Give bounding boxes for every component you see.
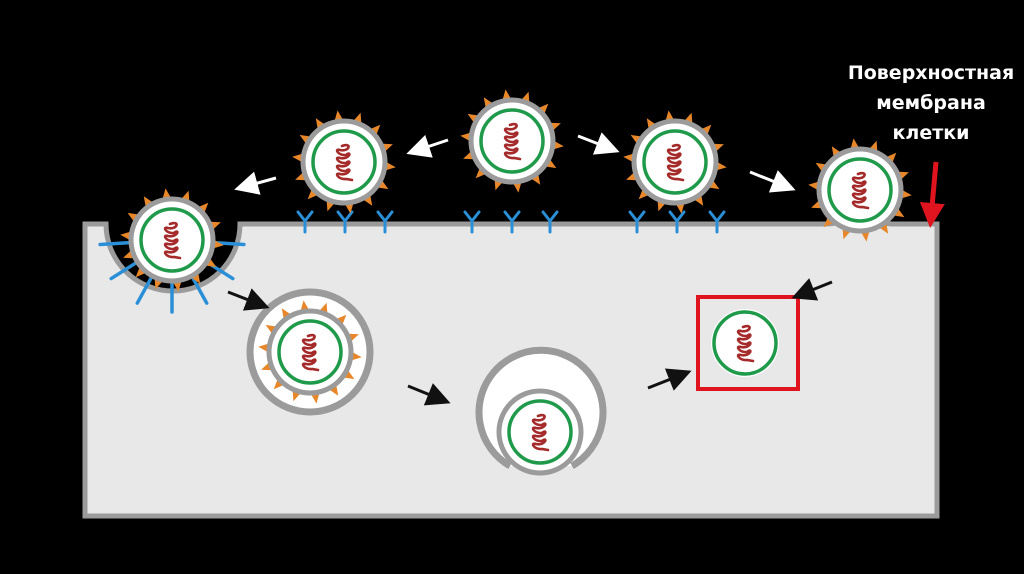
arrow-icon (749, 170, 796, 193)
receptor-icon (336, 210, 354, 234)
label-line-1: Поверхностная (847, 62, 1015, 84)
receptor-stem (708, 210, 726, 234)
receptor-stem (541, 210, 559, 234)
receptor-stem (463, 210, 481, 234)
virus-uncoating (496, 388, 584, 476)
viral-genome-icon (301, 333, 320, 372)
receptor-stem (296, 210, 314, 234)
released-capsid (711, 309, 779, 377)
receptor-stem (628, 210, 646, 234)
viral-genome-icon (531, 413, 550, 452)
receptor-icon (541, 210, 559, 234)
viral-genome-icon (851, 171, 870, 210)
arrow-icon (647, 368, 692, 391)
arrow-icon (234, 171, 277, 195)
receptor-stem (376, 210, 394, 234)
receptor-icon (376, 210, 394, 234)
receptor-icon (296, 210, 314, 234)
viral-genome-icon (503, 122, 522, 161)
released-capsid-highlight (696, 295, 800, 391)
viral-genome-icon (736, 324, 755, 363)
virus-fusing (808, 138, 912, 242)
virus-in-endosome (258, 300, 362, 404)
cell-membrane-label: Поверхностная мембрана клетки (838, 58, 1024, 148)
receptor-icon (463, 210, 481, 234)
virus-approaching-1 (292, 110, 396, 214)
bound-receptor-icon (191, 276, 209, 305)
arrow-icon (406, 134, 449, 158)
receptor-stem (503, 210, 521, 234)
bound-receptor-icon (135, 276, 153, 305)
virus-free (460, 89, 564, 193)
bound-receptor-icon (98, 241, 130, 247)
virus-in-pit (120, 188, 224, 292)
arrow-icon (577, 132, 620, 155)
viral-genome-icon (666, 143, 685, 182)
label-line-2: мембрана (876, 92, 986, 114)
bound-receptor-icon (214, 241, 246, 247)
receptor-icon (503, 210, 521, 234)
arrow-icon (407, 383, 451, 406)
virus-approaching-2 (623, 110, 727, 214)
membrane-pointer-arrow-icon (919, 161, 945, 228)
arrow-icon (791, 278, 833, 301)
label-line-3: клетки (892, 122, 970, 144)
bound-receptor-icon (109, 261, 137, 281)
receptor-stem (336, 210, 354, 234)
receptor-stem (668, 210, 686, 234)
viral-genome-icon (335, 143, 354, 182)
arrow-icon (227, 288, 270, 311)
receptor-icon (708, 210, 726, 234)
receptor-icon (668, 210, 686, 234)
receptor-icon (628, 210, 646, 234)
viral-genome-icon (163, 221, 182, 260)
